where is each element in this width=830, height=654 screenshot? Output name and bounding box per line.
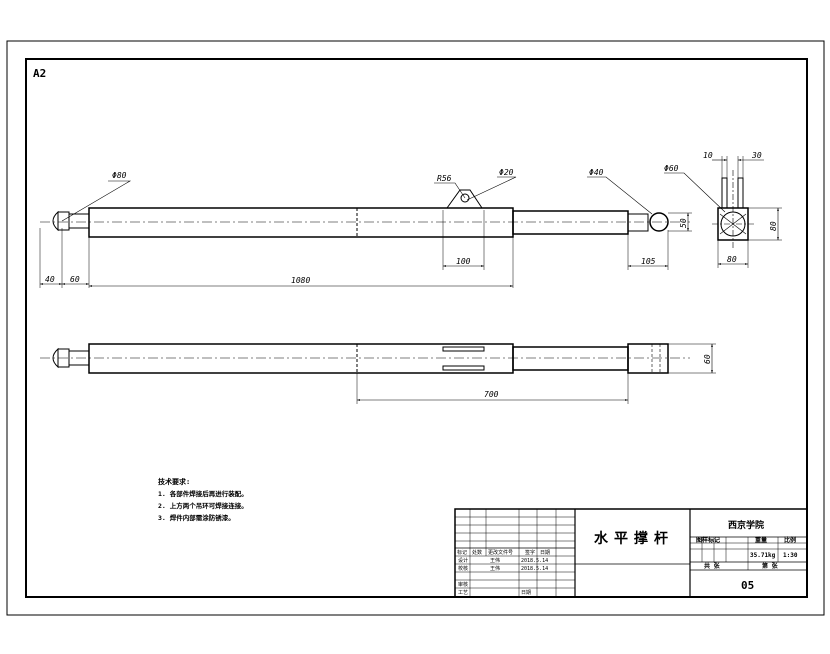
dim-80-vertical: 80 [769,221,778,231]
row-role: 工艺 [458,590,468,596]
lower-rod-end [627,343,669,374]
front-view [39,176,692,288]
dim-80-horizontal: 80 [727,255,737,264]
note-item: 1. 各部件焊接后再进行装配。 [158,489,248,498]
school-name: 西京学院 [728,519,764,531]
rev-header-date: 日期 [540,550,550,556]
dim-30: 30 [751,151,762,160]
row-name: 王伟 [490,557,500,564]
header-weight: 重量 [755,536,767,544]
dim-100: 100 [456,257,471,266]
dim-r56: R56 [437,174,452,183]
left-neck-thin [68,213,90,229]
rod-eye [649,212,669,232]
outer-border [6,40,825,616]
note-item: 2. 上方两个吊环可焊接连接。 [158,501,248,510]
dim-40: 40 [45,275,55,284]
rod-collar [627,213,649,232]
dim-50: 50 [679,218,688,228]
drawing-number: 05 [741,579,754,592]
row-role: 审核 [458,581,468,588]
notes-title: 技术要求: [158,477,190,486]
top-lug [446,189,483,209]
dim-10: 10 [703,151,713,160]
dim-60: 60 [70,275,80,284]
lug-hole [460,193,470,203]
row-role: 校核 [458,565,468,572]
inner-frame [25,58,808,598]
dim-1080: 1080 [291,276,310,285]
title-block [454,508,808,598]
rev-header-count: 处数 [472,549,482,556]
header-drawing-mark: 图样标记 [696,536,720,544]
lower-main-tube [88,343,514,374]
mass-value: 35.71kg [750,552,776,559]
dim-phi60: Φ60 [664,164,679,173]
note-item: 3. 焊件内部需涂防锈漆。 [158,513,235,522]
dim-phi20: Φ20 [499,168,514,177]
left-end-cap [52,210,59,232]
row-date: 2018.5.14 [521,566,548,572]
sheet-total: 共 张 [704,562,721,570]
part-name: 水平撑杆 [594,530,674,547]
dim-105: 105 [641,257,656,266]
lower-inner-rod [512,346,629,371]
main-tube [88,207,514,238]
row-date: 日期 [521,590,531,596]
header-scale: 比例 [784,536,796,544]
dim-60-lower: 60 [703,354,712,364]
dim-phi80: Φ80 [112,171,127,180]
sheet-size-label: A2 [33,67,46,80]
lower-lug-bottom [442,365,485,371]
technical-notes: 技术要求: 1. 各部件焊接后再进行装配。 2. 上方两个吊环可焊接连接。 3.… [158,477,248,522]
dim-700: 700 [484,390,499,399]
left-end-neck [57,211,70,231]
lower-view [40,343,716,404]
rev-header-mark: 标记 [457,549,467,556]
dim-phi40: Φ40 [589,168,604,177]
rev-header-doc: 更改文件号 [488,549,513,556]
lower-lug-top [442,346,485,352]
inner-rod [512,210,629,235]
row-name: 王伟 [490,565,500,572]
side-lug-right [737,177,744,209]
rev-header-sign: 签字 [525,549,535,556]
side-lug-left [721,177,728,209]
row-date: 2018.5.14 [521,558,548,564]
row-role: 设计 [458,557,468,564]
scale-value: 1:30 [783,552,798,559]
side-view [664,156,782,268]
sheet-number: 第 张 [761,562,779,570]
